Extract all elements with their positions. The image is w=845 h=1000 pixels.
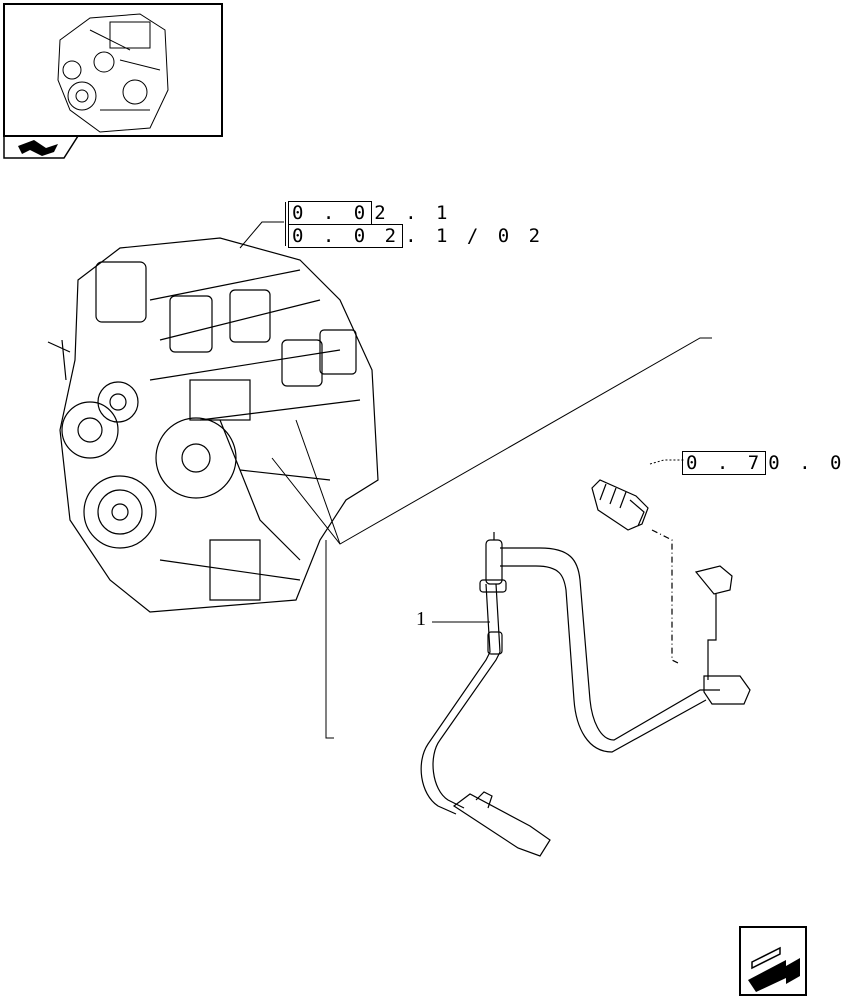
- reference-0-0-2-1-02[interactable]: 0 . 0 2. 1 / 0 2: [288, 224, 545, 248]
- next-page-arrow-icon[interactable]: [739, 926, 807, 996]
- engine-thumbnail-icon: [57, 13, 169, 133]
- engine-group-icon: [18, 140, 58, 156]
- engine-assembly-drawing: [47, 237, 379, 613]
- harness-part-1: [420, 532, 751, 857]
- reference-boxed-part: 0 . 0: [288, 201, 373, 225]
- reference-boxed-part: 0 . 0 2: [288, 224, 404, 248]
- reference-leaders: [239, 221, 712, 739]
- reference-rest-part: . 1 / 0 2: [405, 225, 545, 247]
- reference-rest-part: 0 . 0: [768, 452, 845, 474]
- sensor-part: [591, 479, 681, 665]
- callout-label-1: 1: [416, 608, 426, 630]
- reference-bracket: [285, 202, 286, 246]
- reference-rest-part: 2 . 1: [374, 202, 452, 224]
- reference-boxed-part: 0 . 7: [682, 451, 767, 475]
- thumbnail-frame: [3, 3, 223, 159]
- diagram-canvas: [3, 3, 807, 996]
